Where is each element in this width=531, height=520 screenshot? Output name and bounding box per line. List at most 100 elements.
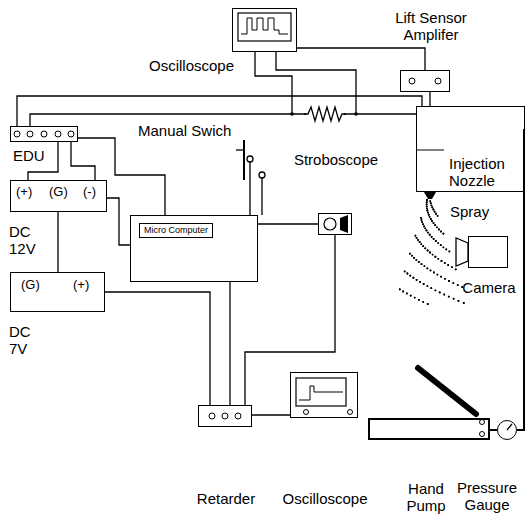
power-supply-text: DC 12V bbox=[9, 223, 49, 257]
spray-dot bbox=[427, 250, 429, 252]
spray-dot bbox=[433, 272, 435, 274]
spray-dot bbox=[427, 212, 429, 214]
part-label: Spray bbox=[450, 203, 489, 220]
spray-dot bbox=[435, 213, 437, 215]
spray-dot bbox=[431, 206, 433, 208]
spray-dot bbox=[423, 225, 425, 227]
spray-dot bbox=[429, 216, 431, 218]
spray-dot bbox=[410, 295, 412, 297]
spray-dot bbox=[445, 248, 447, 250]
spray-dot bbox=[436, 226, 438, 228]
spray-dot bbox=[435, 289, 437, 291]
spray-dot bbox=[427, 232, 429, 234]
spray-dot bbox=[426, 201, 428, 203]
spray-dot bbox=[429, 200, 431, 202]
scope-screen bbox=[238, 13, 291, 41]
amplifier-box-text: Lift Sensor Amplifer bbox=[381, 9, 481, 43]
spray-dot bbox=[426, 208, 428, 210]
spray-dot bbox=[422, 301, 424, 303]
spray-dot bbox=[430, 287, 432, 289]
spray-dot bbox=[430, 270, 432, 272]
spray-dot bbox=[429, 200, 431, 202]
spray-dot bbox=[433, 272, 435, 274]
hand-pump-text: Hand Pump bbox=[400, 480, 452, 514]
wire bbox=[430, 92, 431, 106]
spray-dot bbox=[458, 300, 460, 302]
switch-symbol bbox=[236, 140, 265, 215]
spray-dot bbox=[440, 244, 442, 246]
spray-dot bbox=[433, 238, 435, 240]
spray-dot bbox=[426, 203, 428, 205]
spray-dot bbox=[435, 256, 437, 258]
spray-dot bbox=[455, 268, 457, 270]
spray-dot bbox=[463, 302, 465, 304]
spray-dot bbox=[436, 226, 438, 228]
wire-line bbox=[429, 92, 430, 106]
spray-dot bbox=[407, 273, 409, 275]
spray-dot bbox=[416, 279, 418, 281]
power-supply-text: (G) bbox=[49, 184, 68, 200]
nozzle-tip bbox=[424, 192, 436, 199]
spray-dot bbox=[427, 250, 429, 252]
spray-dot bbox=[431, 206, 433, 208]
waveform bbox=[299, 386, 343, 400]
spray-dot bbox=[420, 243, 422, 245]
probe-lead bbox=[276, 52, 356, 114]
spray-dot bbox=[419, 241, 421, 243]
spray-dot bbox=[449, 251, 451, 253]
spray-dot bbox=[437, 215, 439, 217]
spray-dot bbox=[435, 240, 437, 242]
spray-dot bbox=[443, 294, 445, 296]
wire bbox=[105, 292, 210, 405]
terminal bbox=[348, 410, 353, 415]
spray-dot bbox=[422, 245, 424, 247]
spray-dot bbox=[453, 298, 455, 300]
spray-dot bbox=[430, 202, 432, 204]
spray-dot bbox=[440, 276, 442, 278]
spray-dot bbox=[427, 303, 429, 305]
spray-dot bbox=[422, 245, 424, 247]
spray-dot bbox=[420, 217, 422, 219]
micro-computer: Micro Computer bbox=[130, 215, 258, 282]
power-supply: DC 12V(+)(G)(-) bbox=[10, 180, 107, 212]
spray-dot bbox=[399, 288, 401, 290]
stroboscope-text: Stroboscope bbox=[291, 151, 381, 168]
spray-dot bbox=[435, 289, 437, 291]
wire bbox=[58, 212, 59, 272]
spray-dot bbox=[431, 236, 433, 238]
spray-dot bbox=[423, 225, 425, 227]
spray-dot bbox=[443, 246, 445, 248]
spray-dot bbox=[429, 234, 431, 236]
power-supply: DC 7V(G)(+) bbox=[10, 272, 105, 312]
spray-dot bbox=[426, 201, 428, 203]
spray-dot bbox=[423, 283, 425, 285]
spray-dot bbox=[402, 291, 404, 293]
spray-dot bbox=[438, 229, 440, 231]
spray-dot bbox=[427, 210, 429, 212]
spray-dot bbox=[443, 294, 445, 296]
spray-dot bbox=[423, 283, 425, 285]
spray-dot bbox=[415, 235, 417, 237]
spray-dot bbox=[422, 223, 424, 225]
wire-line bbox=[105, 292, 210, 405]
spray-dot bbox=[448, 296, 450, 298]
resistor-symbol bbox=[304, 107, 346, 121]
spray-dot bbox=[427, 267, 429, 269]
spray-dot bbox=[409, 253, 411, 255]
spray-dot bbox=[443, 233, 445, 235]
spray-dot bbox=[441, 260, 443, 262]
spray-dot bbox=[418, 261, 420, 263]
spray-dot bbox=[437, 258, 439, 260]
spray-dot bbox=[413, 257, 415, 259]
spray-dot bbox=[431, 204, 433, 206]
spray-dot bbox=[437, 274, 439, 276]
spray-dot bbox=[455, 268, 457, 270]
spray-dot bbox=[430, 287, 432, 289]
spray-dot bbox=[440, 276, 442, 278]
spray-dot bbox=[453, 298, 455, 300]
spray-dot bbox=[424, 265, 426, 267]
spray-dot bbox=[420, 217, 422, 219]
spray-dot bbox=[429, 252, 431, 254]
spray-dot bbox=[447, 264, 449, 266]
